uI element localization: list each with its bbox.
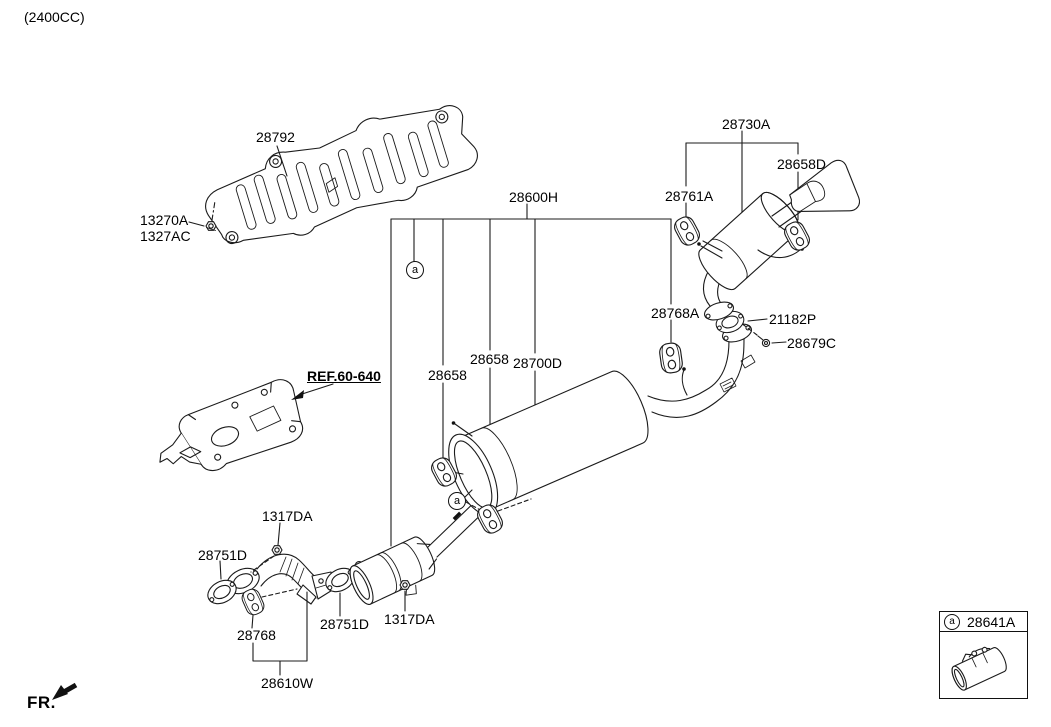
part-label-28792: 28792 [256, 129, 295, 145]
bracket-28730A [685, 130, 799, 221]
hanger-28768A-drawing [657, 341, 685, 375]
part-label-28600H: 28600H [509, 189, 559, 205]
center-muffler-outlet-pipe [647, 323, 756, 418]
part-label-28679C: 28679C [787, 335, 837, 351]
part-label-28730A: 28730A [722, 116, 771, 132]
nut-1317DA-drawing [271, 545, 283, 555]
leader-21182P [747, 318, 768, 322]
part-label-1317DA-top: 1317DA [262, 508, 313, 524]
bracket-28600H [390, 203, 672, 547]
part-label-28610W: 28610W [261, 675, 314, 691]
part-label-28751D-left: 28751D [198, 547, 248, 563]
legend-callout-letter: a [949, 616, 955, 627]
part-label-21182P: 21182P [769, 311, 817, 327]
part-label-28700D: 28700D [513, 355, 563, 371]
legend-callout-a: a [944, 613, 960, 630]
nut-13270A-drawing [188, 200, 217, 231]
fr-direction-label: FR. [27, 693, 56, 712]
ref-heat-shield-drawing [159, 379, 304, 472]
part-label-28768: 28768 [237, 627, 276, 643]
rear-heat-protector-drawing [205, 105, 478, 245]
ref-leader-arrow [291, 383, 334, 400]
part-label-13270A: 13270A [140, 212, 189, 228]
front-pipe-leaders [219, 522, 406, 676]
part-label-28768A: 28768A [651, 305, 700, 321]
legend-box: a 28641A [939, 611, 1028, 699]
callout-a-pipe: a [448, 492, 466, 510]
bolt-28679C-drawing [740, 322, 787, 348]
center-muffler-drawing [448, 370, 649, 516]
part-label-28751D-right: 28751D [320, 616, 370, 632]
callout-a-letter: a [411, 263, 419, 276]
catalyst-drawing [349, 536, 438, 605]
fr-direction-arrow-icon [52, 682, 78, 700]
callout-a-letter: a [453, 494, 461, 507]
callout-a-bracket: a [406, 261, 424, 279]
legend-part-number: 28641A [967, 613, 1016, 630]
ref-60-640-link[interactable]: REF.60-640 [307, 368, 381, 384]
part-label-28658-upper: 28658 [470, 351, 509, 367]
part-label-28658D: 28658D [777, 156, 827, 172]
clamp-28641A-drawing [951, 646, 1007, 691]
leader-28792 [276, 145, 288, 177]
rear-muffler-drawing [697, 159, 860, 321]
engine-variant-label: (2400CC) [24, 9, 85, 25]
part-label-1317DA-bottom: 1317DA [384, 611, 435, 627]
part-label-1327AC: 1327AC [140, 228, 191, 244]
legend-header: a 28641A [940, 612, 1027, 632]
part-label-28761A: 28761A [665, 188, 714, 204]
part-label-28658-lower: 28658 [428, 367, 467, 383]
